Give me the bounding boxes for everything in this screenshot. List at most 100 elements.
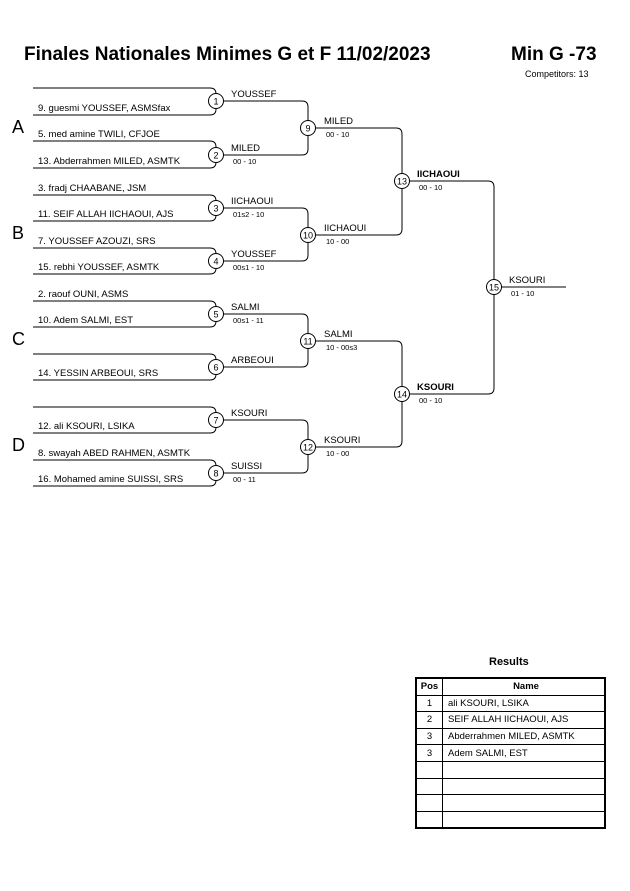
bracket-line xyxy=(223,135,309,156)
results-pos xyxy=(415,760,443,779)
match-circle xyxy=(394,386,410,402)
bracket-line xyxy=(223,419,309,440)
entrant-name: 11. SEIF ALLAH IICHAOUI, AJS xyxy=(38,209,174,220)
match-winner: IICHAOUI xyxy=(417,169,460,180)
page-title: Finales Nationales Minimes G et F 11/02/… xyxy=(24,44,431,65)
bracket-line xyxy=(315,340,403,387)
bracket-line xyxy=(33,247,217,255)
bracket-line xyxy=(223,313,309,334)
results-pos xyxy=(415,777,443,796)
results-row xyxy=(415,794,606,812)
match-winner: YOUSSEF xyxy=(231,249,277,260)
bracket-line xyxy=(223,242,309,262)
bracket-line xyxy=(315,188,403,236)
results-name: ali KSOURI, LSIKA xyxy=(442,694,606,713)
match-winner: IICHAOUI xyxy=(324,223,366,234)
results-pos xyxy=(415,810,443,829)
entrant-name: 16. Mohamed amine SUISSI, SRS xyxy=(38,474,183,485)
match-number: 10 xyxy=(303,230,313,240)
bracket-line xyxy=(315,401,403,448)
results-pos: 2 xyxy=(415,711,443,729)
match-number: 13 xyxy=(397,176,407,186)
match-score: 00 - 10 xyxy=(326,130,349,139)
match-number: 9 xyxy=(305,123,310,133)
match-score: 10 - 00 xyxy=(326,449,349,458)
bracket-line xyxy=(223,454,309,474)
entrant-name: 15. rebhi YOUSSEF, ASMTK xyxy=(38,262,160,273)
tournament-bracket: 9. guesmi YOUSSEF, ASMSfax 5. med amine T… xyxy=(12,87,566,487)
bracket-line xyxy=(409,294,495,395)
results-pos: 3 xyxy=(415,744,443,762)
match-circle xyxy=(300,439,316,455)
match-number: 14 xyxy=(397,389,407,399)
entrant-name: 13. Abderrahmen MILED, ASMTK xyxy=(38,156,181,167)
entrant-name: 9. guesmi YOUSSEF, ASMSfax xyxy=(38,103,171,114)
pool-letter: A xyxy=(12,117,24,137)
bracket-line xyxy=(33,194,217,202)
results-name xyxy=(442,810,606,829)
match-winner: SALMI xyxy=(324,329,353,340)
match-number: 4 xyxy=(213,256,218,266)
match-number: 6 xyxy=(213,362,218,372)
bracket-line xyxy=(223,348,309,368)
match-score: 00s1 - 10 xyxy=(233,263,264,272)
match-winner: KSOURI xyxy=(509,275,545,286)
match-number: 8 xyxy=(213,468,218,478)
match-number: 12 xyxy=(303,442,313,452)
match-circle xyxy=(208,93,224,109)
results-pos: 1 xyxy=(415,694,443,713)
match-circle xyxy=(300,227,316,243)
bracket-line xyxy=(33,353,217,361)
match-winner: MILED xyxy=(231,143,260,154)
entrant-name: 14. YESSIN ARBEOUI, SRS xyxy=(38,368,158,379)
entrant-name: 7. YOUSSEF AZOUZI, SRS xyxy=(38,236,156,247)
match-number: 3 xyxy=(213,203,218,213)
bracket-line xyxy=(33,87,217,95)
match-circle xyxy=(300,333,316,349)
match-winner: MILED xyxy=(324,116,353,127)
match-circle xyxy=(208,306,224,322)
entrant-name: 5. med amine TWILI, CFJOE xyxy=(38,129,160,140)
match-number: 1 xyxy=(213,96,218,106)
match-winner: SUISSI xyxy=(231,461,262,472)
match-circle xyxy=(394,173,410,189)
weight-category: Min G -73 xyxy=(511,44,597,65)
match-number: 2 xyxy=(213,150,218,160)
match-score: 01s2 - 10 xyxy=(233,210,264,219)
match-winner: SALMI xyxy=(231,302,260,313)
match-circle xyxy=(208,412,224,428)
match-number: 7 xyxy=(213,415,218,425)
bracket-line xyxy=(223,100,309,121)
results-name: Abderrahmen MILED, ASMTK xyxy=(442,727,606,746)
match-winner: KSOURI xyxy=(417,382,454,393)
bracket-line xyxy=(33,108,217,116)
entrant-name: 2. raouf OUNI, ASMS xyxy=(38,289,128,300)
match-number: 11 xyxy=(303,336,312,346)
entrant-name: 3. fradj CHAABANE, JSM xyxy=(38,183,146,194)
match-score: 10 - 00s3 xyxy=(326,343,357,352)
results-name xyxy=(442,794,606,812)
entrant-name: 8. swayah ABED RAHMEN, ASMTK xyxy=(38,448,191,459)
pool-letter: D xyxy=(12,435,25,455)
match-circle xyxy=(208,465,224,481)
match-score: 10 - 00 xyxy=(326,237,349,246)
bracket-line xyxy=(33,459,217,467)
results-row xyxy=(415,777,606,796)
results-header-pos: Pos xyxy=(415,677,443,696)
entrant-name: 12. ali KSOURI, LSIKA xyxy=(38,421,135,432)
match-score: 00 - 10 xyxy=(419,183,442,192)
pool-letter: B xyxy=(12,223,24,243)
results-pos: 3 xyxy=(415,727,443,746)
results-header-name: Name xyxy=(442,677,606,696)
match-winner: ARBEOUI xyxy=(231,355,274,366)
bracket-line xyxy=(33,300,217,308)
match-winner: YOUSSEF xyxy=(231,89,277,100)
results-pos xyxy=(415,794,443,812)
match-circle xyxy=(208,359,224,375)
match-score: 00 - 10 xyxy=(419,396,442,405)
match-score: 01 - 10 xyxy=(511,289,534,298)
